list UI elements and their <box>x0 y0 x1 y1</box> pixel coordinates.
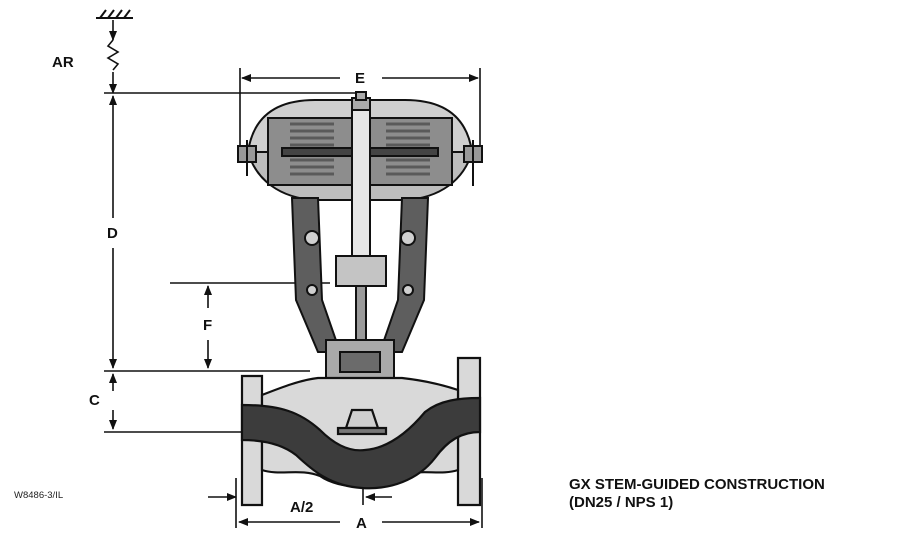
caption-line-1: GX STEM-GUIDED CONSTRUCTION <box>569 476 825 493</box>
label-f: F <box>203 317 212 334</box>
label-ar: AR <box>52 54 74 71</box>
dimension-e <box>239 68 481 150</box>
label-e: E <box>355 70 365 87</box>
figure-caption: GX STEM-GUIDED CONSTRUCTION (DN25 / NPS … <box>569 476 825 512</box>
dimension-a <box>235 478 483 528</box>
label-a-half: A/2 <box>290 499 313 516</box>
ground-symbol <box>96 9 133 19</box>
spring-right <box>386 122 430 176</box>
dimension-d <box>104 92 360 372</box>
label-a: A <box>356 515 367 532</box>
figure-id: W8486-3/IL <box>14 490 64 501</box>
label-c: C <box>89 392 100 409</box>
bonnet <box>325 339 395 381</box>
label-d: D <box>107 225 118 242</box>
dimension-ar <box>106 20 120 94</box>
caption-line-2: (DN25 / NPS 1) <box>569 494 674 511</box>
spring-left <box>290 122 334 176</box>
valve-body <box>240 356 482 507</box>
yoke <box>290 197 430 353</box>
